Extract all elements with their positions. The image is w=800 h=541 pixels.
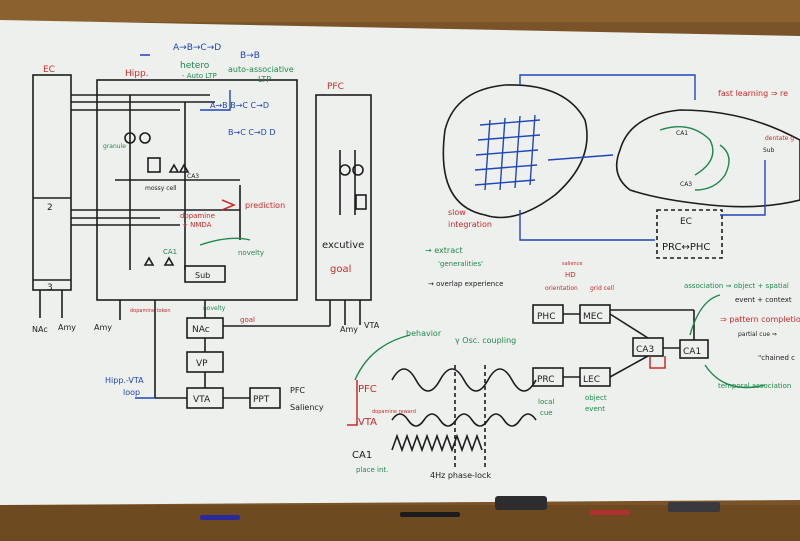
hipp-label: Hipp.	[125, 69, 149, 79]
granule-label: granule	[103, 143, 126, 150]
auto-associative-label: auto-associative	[228, 65, 294, 74]
wave-ca1-label: CA1	[352, 450, 372, 461]
ltp-label: LTP	[258, 75, 271, 84]
goal-arrow-label: goal	[240, 316, 255, 324]
amy-output-label: Amy	[58, 323, 76, 332]
pfc-label: PFC	[327, 82, 344, 92]
hetero-sub-label: - Auto LTP	[182, 72, 217, 80]
dopamine-reward-label: dopamine reward	[372, 409, 416, 415]
hd-label: HD	[565, 271, 576, 279]
pfc-box	[315, 94, 372, 301]
hipp-box	[96, 79, 298, 301]
ppt-pfc-label: PFC	[290, 386, 305, 395]
prc-phc-label: PRC↔PHC	[662, 242, 710, 253]
hippocampus-outline	[615, 109, 800, 208]
fast-learning-label: fast learning ⇒ re	[718, 89, 788, 98]
ca3-left-label: CA3	[187, 173, 199, 180]
hipp-vta-label: Hipp.-VTA	[105, 376, 144, 385]
whiteboard-surface	[0, 20, 800, 505]
ec-layer-2: 2	[47, 203, 53, 213]
mossy-label: mossy cell	[145, 185, 177, 192]
lec-label: LEC	[583, 375, 600, 385]
local-label: local	[538, 398, 554, 406]
novelty-2-label: novelty	[203, 305, 226, 312]
cue-label: cue	[540, 409, 553, 417]
behavior-label: behavior	[406, 329, 442, 338]
nmda-label: + NMDA	[182, 221, 212, 229]
chained-label: "chained c	[758, 354, 795, 362]
novelty-label: novelty	[238, 249, 264, 257]
grid-cell-label: grid cell	[590, 285, 614, 292]
salience-label: salience	[562, 261, 583, 267]
dopamine-label: dopamine	[180, 212, 215, 220]
overlap-label: → overlap experience	[428, 280, 503, 288]
goal-label: goal	[330, 264, 351, 275]
saliency-label: Saliency	[290, 403, 324, 412]
slow-label: slow	[448, 208, 466, 217]
ca1-left-label: CA1	[163, 248, 177, 256]
pfc-wave	[391, 368, 537, 392]
amy-output-label-3: Amy	[340, 325, 358, 334]
event-label: event	[585, 405, 605, 413]
marker	[400, 512, 460, 517]
sequence-row-1: A→B B→C C→D	[210, 101, 269, 110]
vta-wave	[391, 413, 537, 427]
mec-label: MEC	[583, 312, 603, 322]
ca3-node-label: CA3	[636, 345, 654, 355]
vta-input-label: VTA	[364, 321, 380, 330]
loop-label: loop	[123, 388, 140, 397]
integration-label: integration	[448, 220, 492, 229]
place-int-label: place int.	[356, 466, 388, 474]
orientation-label: orientation	[545, 285, 578, 292]
ca1-wave	[391, 433, 483, 453]
amy-output-label-2: Amy	[94, 323, 112, 332]
wave-pfc-label: PFC	[358, 384, 377, 395]
eraser	[495, 496, 547, 510]
object-label: object	[585, 394, 607, 402]
dopamine-token-label: dopamine token	[130, 308, 171, 314]
event-context-label: event + context	[735, 296, 792, 304]
sub-node	[184, 265, 226, 283]
ca1-right-label: CA1	[676, 130, 688, 137]
ec-right-label: EC	[680, 217, 692, 227]
phc-label: PHC	[537, 312, 555, 322]
vta-label: VTA	[193, 395, 211, 405]
vp-label: VP	[196, 359, 208, 369]
ec-layer-3: 3	[47, 283, 53, 293]
pattern-completion-label: ⇒ pattern completion	[720, 315, 800, 324]
generalities-label: 'generalities'	[438, 260, 483, 268]
marker-tray	[0, 505, 800, 536]
partial-cue-label: partial cue ⇒	[738, 331, 777, 338]
temporal-association-label: temporal association	[718, 382, 791, 390]
wave-vta-label: VTA	[358, 417, 377, 428]
chain-label: A→B→C→D	[173, 43, 221, 53]
dentate-label: dentate g	[765, 135, 794, 142]
ec-column	[32, 74, 72, 291]
ca3-right-label: CA3	[680, 181, 692, 188]
bb-label: B→B	[240, 51, 260, 61]
ca1-node-label: CA1	[683, 347, 701, 357]
phase-lock-label: 4Hz phase-lock	[430, 471, 491, 480]
ec-label: EC	[43, 65, 55, 75]
extract-label: → extract	[425, 246, 463, 255]
sub-right-label: Sub	[763, 147, 775, 154]
gamma-label: γ Osc. coupling	[455, 336, 516, 345]
excutive-label: excutive	[322, 240, 364, 251]
hetero-label: hetero	[180, 61, 210, 71]
ppt-label: PPT	[253, 395, 270, 405]
nac-output-label: NAc	[32, 325, 48, 334]
association-label: association ⇒ object + spatial	[684, 282, 789, 290]
sequence-row-2: B→C C→D D	[228, 128, 275, 137]
prediction-label: prediction	[245, 201, 285, 210]
blue-top-arrow	[519, 74, 696, 100]
cortex-outline	[442, 84, 588, 219]
sub-label: Sub	[195, 271, 210, 280]
nac-label: NAc	[192, 325, 210, 335]
prc-label: PRC	[537, 375, 555, 385]
